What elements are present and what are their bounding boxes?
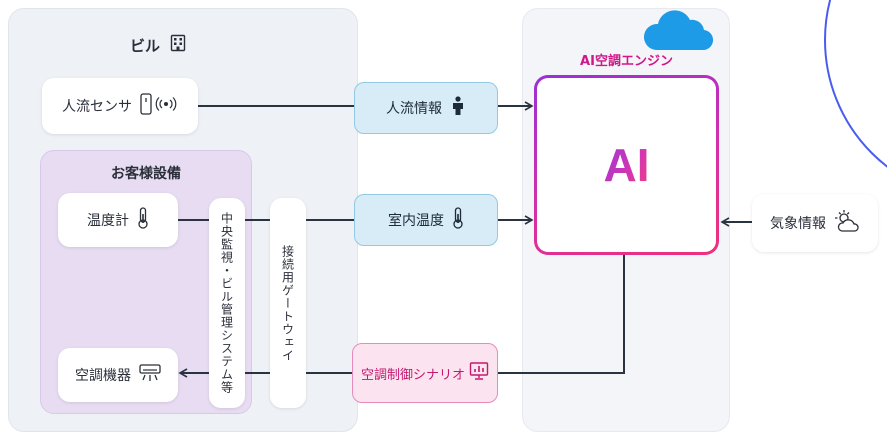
thermometer-card: 温度計 bbox=[58, 193, 178, 247]
weather-info-box: 気象情報 bbox=[752, 194, 878, 252]
central-monitoring-box: 中央監視・ビル管理システム等 bbox=[209, 198, 245, 408]
building-header: ビル bbox=[130, 34, 186, 56]
people-flow-info-box: 人流情報 bbox=[354, 82, 498, 134]
building-title: ビル bbox=[130, 36, 161, 55]
person-icon bbox=[450, 96, 466, 120]
control-scenario-label: 空調制御シナリオ bbox=[360, 367, 465, 383]
thermometer-icon bbox=[452, 207, 464, 233]
air-conditioner-label: 空調機器 bbox=[75, 368, 131, 384]
weather-icon bbox=[834, 209, 860, 237]
ai-engine-core: AI bbox=[534, 75, 719, 255]
people-flow-info-label: 人流情報 bbox=[386, 101, 442, 117]
ai-core-label: AI bbox=[603, 139, 650, 191]
highlight-circle bbox=[824, 0, 887, 168]
control-scenario-box: 空調制御シナリオ bbox=[352, 343, 498, 403]
central-monitoring-label: 中央監視・ビル管理システム等 bbox=[219, 212, 234, 394]
people-sensor-card: 人流センサ bbox=[42, 78, 198, 134]
gateway-label: 接続用ゲートウェイ bbox=[280, 244, 295, 362]
building-icon bbox=[170, 34, 186, 56]
air-conditioner-card: 空調機器 bbox=[58, 348, 178, 402]
room-temperature-info-box: 室内温度 bbox=[354, 194, 498, 246]
cloud-icon bbox=[640, 10, 716, 58]
ai-engine-label: AI空調エンジン bbox=[580, 54, 673, 69]
air-conditioner-icon bbox=[139, 363, 161, 387]
thermometer-icon bbox=[137, 207, 149, 233]
gateway-box: 接続用ゲートウェイ bbox=[270, 198, 306, 408]
chart-board-icon bbox=[469, 361, 489, 385]
customer-equipment-title: お客様設備 bbox=[111, 166, 181, 182]
room-temperature-label: 室内温度 bbox=[388, 213, 444, 229]
ai-to-scenario-line bbox=[498, 255, 625, 374]
weather-info-label: 気象情報 bbox=[770, 216, 826, 232]
sensor-device-icon bbox=[140, 93, 178, 119]
thermometer-label: 温度計 bbox=[87, 213, 129, 229]
people-sensor-label: 人流センサ bbox=[62, 99, 132, 115]
